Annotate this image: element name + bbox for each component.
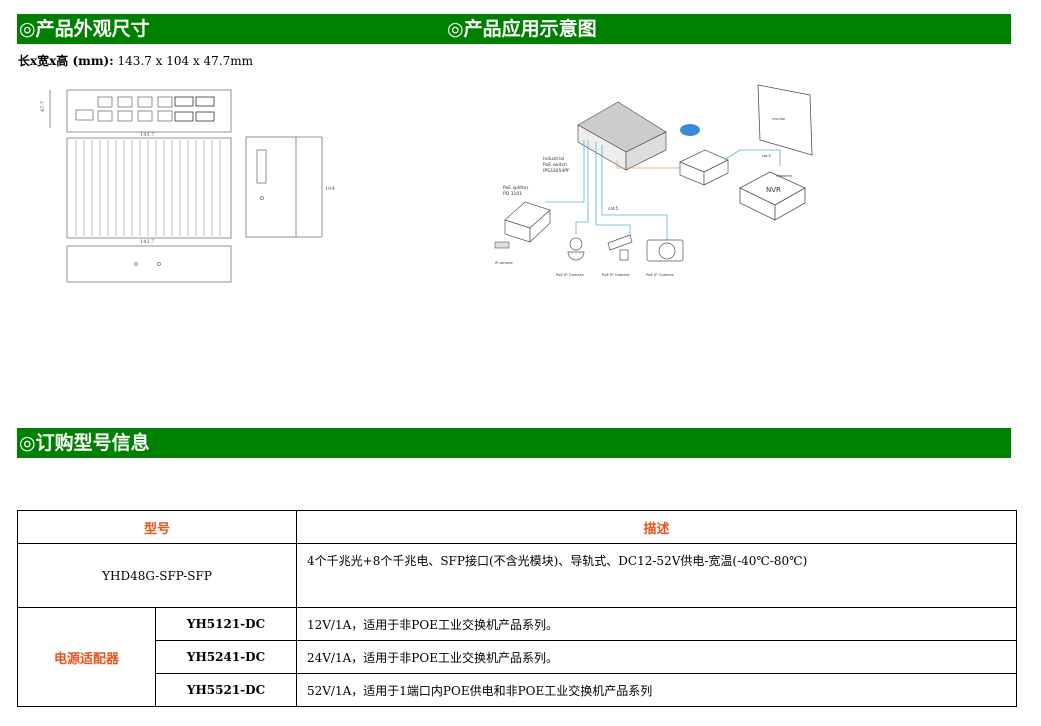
ip-camera-icon — [494, 241, 510, 249]
svg-text:IP camera: IP camera — [495, 261, 512, 265]
adapter-group-cell: 电源适配器 — [17, 607, 156, 707]
media-converter-icon — [679, 149, 729, 186]
nvr-icon — [739, 171, 806, 221]
table-row: YHD48G-SFP-SFP 4个千兆光+8个千兆电、SFP接口(不含光模块)、… — [17, 543, 1017, 608]
svg-text:Industrial: Industrial — [543, 156, 564, 162]
table-row: YH5521-DC 52V/1A，适用于1端口内POE供电和非POE工业交换机产… — [18, 673, 1017, 707]
table-header-row: 型号 描述 — [17, 510, 1017, 544]
application-title: ◎产品应用示意图 — [447, 18, 597, 40]
monitor-icon — [757, 84, 813, 156]
width-label: 143.7 — [140, 132, 154, 138]
svg-text:cat.5: cat.5 — [762, 154, 771, 158]
height-label: 47.7 — [40, 101, 46, 112]
svg-text:PD 3101: PD 3101 — [503, 191, 522, 197]
dslr-camera-icon — [646, 239, 684, 262]
switch-icon — [577, 101, 667, 171]
header-description: 描述 — [296, 510, 1017, 544]
svg-text:NVR: NVR — [766, 186, 781, 194]
model-cell: YH5521-DC — [155, 673, 297, 707]
description-cell: 52V/1A，适用于1端口内POE供电和非POE工业交换机产品系列 — [296, 673, 1017, 707]
description-cell: 12V/1A，适用于非POE工业交换机产品系列。 — [296, 607, 1017, 641]
description-cell: 4个千兆光+8个千兆电、SFP接口(不含光模块)、导轨式、DC12-52V供电-… — [296, 543, 1017, 608]
bullet-camera-icon — [607, 234, 633, 261]
table-row: YH5241-DC 24V/1A，适用于非POE工业交换机产品系列。 — [18, 640, 1017, 674]
svg-text:IPS33054PF: IPS33054PF — [543, 168, 570, 174]
dimensions-text: 长x宽x高 (mm): 143.7 x 104 x 47.7mm — [18, 52, 253, 69]
svg-text:PoE switch: PoE switch — [543, 162, 567, 168]
dimensions-label: 长x宽x高 (mm): — [18, 54, 114, 68]
table-row: 电源适配器 YH5121-DC 12V/1A，适用于非POE工业交换机产品系列。 — [17, 607, 1017, 707]
ordering-table: 型号 描述 YHD48G-SFP-SFP 4个千兆光+8个千兆电、SFP接口(不… — [17, 510, 1017, 707]
svg-text:monitor: monitor — [772, 117, 786, 121]
model-cell: YHD48G-SFP-SFP — [17, 543, 297, 608]
dimensions-title: ◎产品外观尺寸 — [19, 18, 150, 40]
model-cell: YH5121-DC — [155, 607, 297, 641]
svg-text:PoE IP Camera: PoE IP Camera — [646, 272, 674, 277]
cloud-icon — [680, 124, 700, 136]
header-model: 型号 — [17, 510, 297, 544]
dimension-drawing: 47.7 143.7 143.7 104 — [40, 89, 335, 283]
svg-text:143.7: 143.7 — [140, 239, 154, 245]
svg-text:PoE splitter: PoE splitter — [503, 185, 529, 191]
depth-label: 104 — [325, 186, 335, 192]
dimensions-value: 143.7 x 104 x 47.7mm — [117, 54, 254, 68]
ordering-header-bar: ◎订购型号信息 — [17, 428, 1011, 458]
poe-splitter-icon — [504, 201, 551, 243]
model-cell: YH5241-DC — [155, 640, 297, 674]
description-cell: 24V/1A，适用于非POE工业交换机产品系列。 — [296, 640, 1017, 674]
ordering-title: ◎订购型号信息 — [19, 432, 150, 454]
section-header-bar: ◎产品外观尺寸 ◎产品应用示意图 — [17, 14, 1011, 44]
svg-text:cat.5: cat.5 — [608, 206, 618, 211]
svg-text:PoE IP Camera: PoE IP Camera — [556, 272, 584, 277]
svg-text:videoline: videoline — [776, 174, 792, 178]
svg-text:PoE IP Camera: PoE IP Camera — [602, 272, 630, 277]
application-diagram: monitor NVR videoline cat.5 Industrial P… — [494, 84, 813, 277]
dome-camera-icon — [567, 237, 585, 261]
